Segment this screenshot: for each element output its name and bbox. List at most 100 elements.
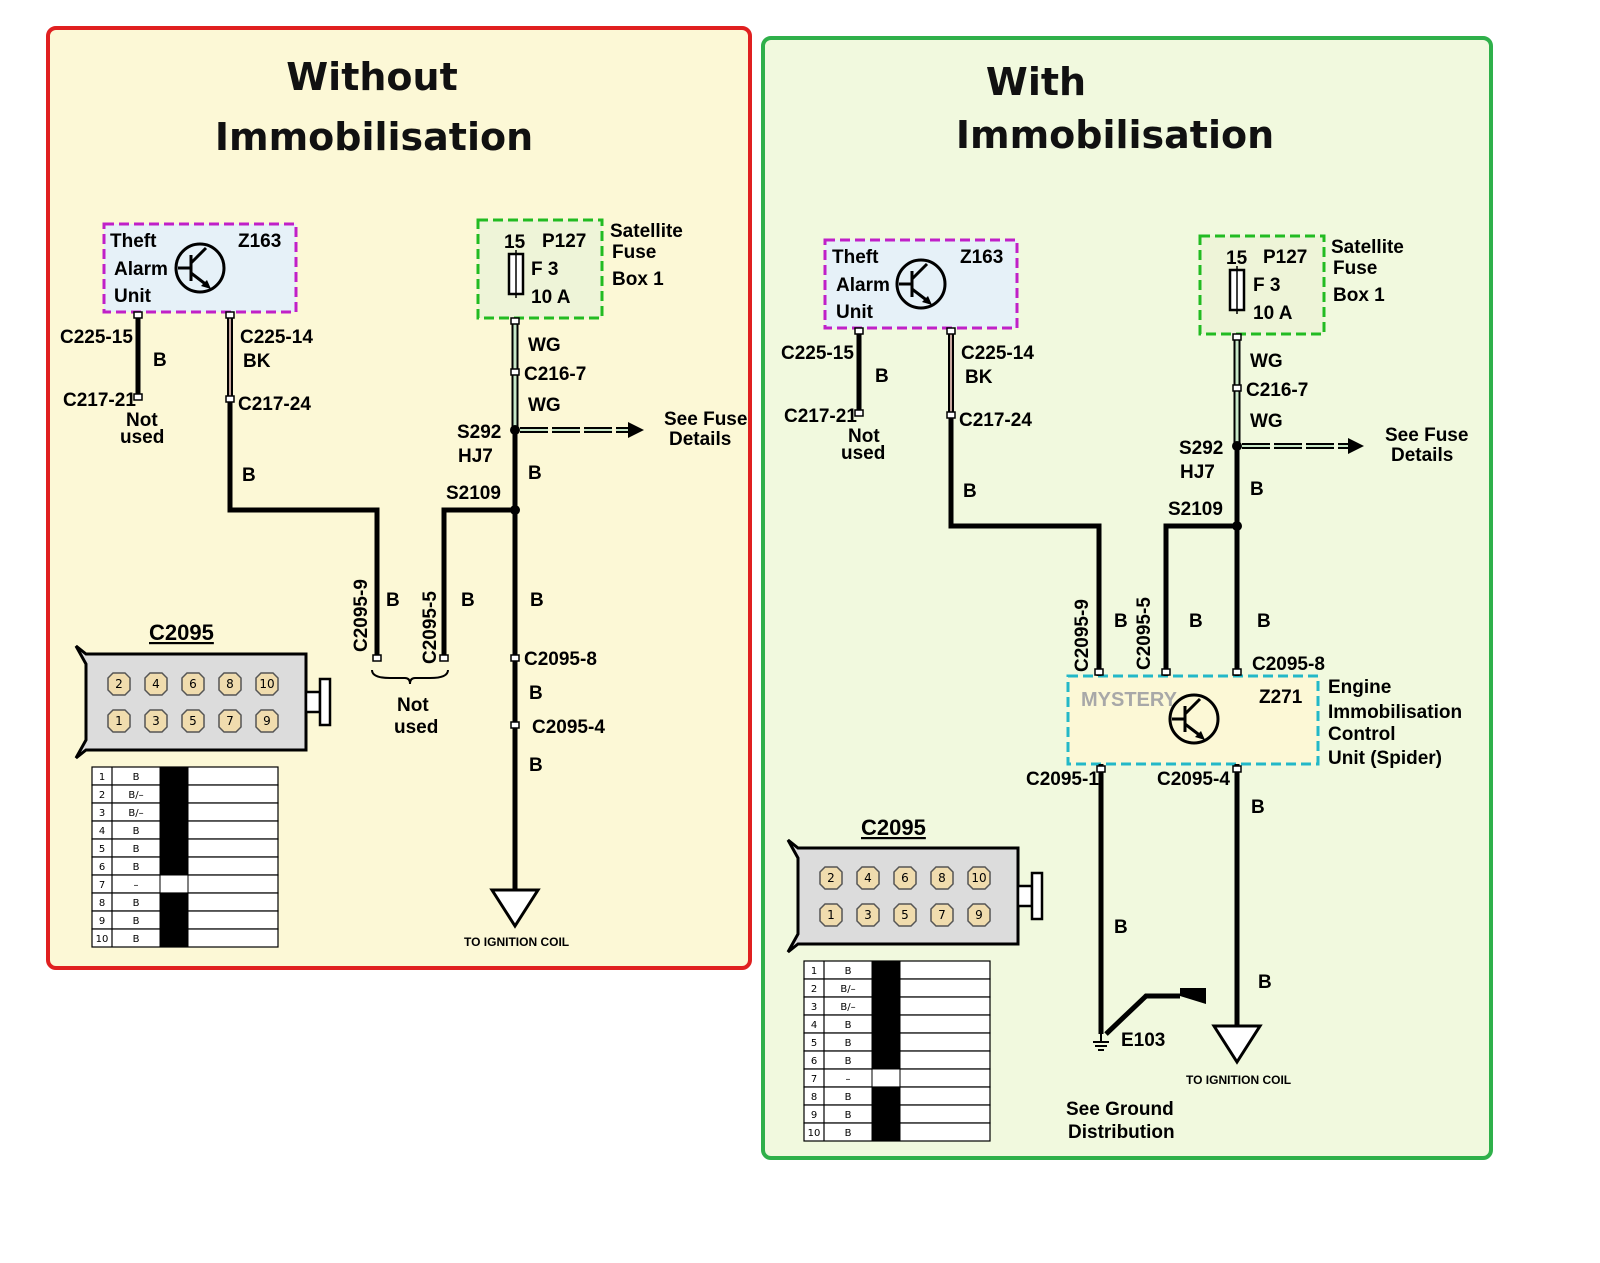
left-fuse-name2: Fuse — [612, 242, 656, 263]
left-lbl-c2095-5: C2095-5 — [420, 591, 441, 664]
left-lbl-to-ignition: TO IGNITION COIL — [464, 935, 569, 949]
left-lbl-see-fuse-1: See Fuse — [664, 409, 747, 430]
left-splice-s2109 — [510, 505, 520, 515]
pin-table-number: 7 — [99, 880, 105, 891]
left-lbl-b1: B — [153, 350, 167, 371]
left-lbl-s292: S292 — [457, 422, 501, 443]
right-see-fuse-arrow-icon — [1348, 438, 1364, 454]
connector-pin-label: 9 — [263, 714, 271, 728]
pin-table-color: B — [845, 1092, 852, 1103]
pin-table-color: B — [133, 898, 140, 909]
pin-table-color: B — [845, 1110, 852, 1121]
connector-pin-label: 2 — [115, 677, 123, 691]
right-lbl-hj7: HJ7 — [1180, 462, 1215, 483]
left-lbl-wg2: WG — [528, 395, 561, 416]
right-theft-alarm-unit — [823, 238, 1019, 330]
pin-table-wire-color — [871, 1104, 901, 1124]
right-fuse-rating: 10 A — [1253, 303, 1293, 324]
left-see-fuse-arrow-icon — [628, 422, 644, 438]
left-lbl-b6: B — [530, 590, 544, 611]
right-theft-id: Z163 — [960, 247, 1003, 268]
pin-table-wire-color — [159, 784, 189, 804]
pin-table-wire-color — [159, 856, 189, 876]
left-theft-id: Z163 — [238, 231, 281, 252]
right-title-line1: With — [986, 60, 1086, 104]
right-lbl-s292: S292 — [1179, 438, 1223, 459]
left-fuse-box — [476, 218, 604, 320]
right-lbl-c2095-5: C2095-5 — [1134, 597, 1155, 670]
pin-table-number: 5 — [99, 844, 105, 855]
right-ecu-mystery: MYSTERY — [1081, 689, 1178, 711]
right-lbl-b2: B — [963, 481, 977, 502]
right-lbl-c216-7: C216-7 — [1246, 380, 1308, 401]
left-lbl-wg1: WG — [528, 335, 561, 356]
pin-table-number: 1 — [99, 772, 105, 783]
pin-table-wire-color — [159, 928, 189, 948]
left-theft-alarm-unit — [102, 222, 298, 314]
left-connector-title: C2095 — [149, 620, 214, 645]
pin-table-wire-color — [159, 838, 189, 858]
right-lbl-c225-14: C225-14 — [961, 343, 1034, 364]
right-ecu-name2: Immobilisation — [1328, 702, 1462, 723]
right-lbl-b3: B — [1250, 479, 1264, 500]
left-lbl-hj7: HJ7 — [458, 446, 493, 467]
left-lbl-c225-14: C225-14 — [240, 327, 313, 348]
right-fuse-pin: 15 — [1226, 248, 1248, 269]
pin-table-color: B — [133, 916, 140, 927]
connector-pin-label: 1 — [827, 908, 835, 922]
connector-pin-label: 6 — [901, 871, 909, 885]
right-theft-line3: Unit — [836, 302, 874, 323]
right-theft-line2: Alarm — [836, 275, 890, 296]
right-lbl-b1: B — [875, 366, 889, 387]
left-lbl-b2: B — [242, 465, 256, 486]
left-lbl-see-fuse-2: Details — [669, 429, 731, 450]
left-wires — [135, 312, 630, 890]
left-lbl-b4: B — [386, 590, 400, 611]
pin-table-wire-color — [159, 802, 189, 822]
left-lbl-c2095-8: C2095-8 — [524, 649, 597, 670]
connector-pin-label: 8 — [938, 871, 946, 885]
right-ecu-name4: Unit (Spider) — [1328, 748, 1442, 769]
left-title-line2: Immobilisation — [215, 115, 533, 159]
right-lbl-c2095-9: C2095-9 — [1072, 599, 1093, 672]
pin-table-number: 5 — [811, 1038, 817, 1049]
right-title-line2: Immobilisation — [956, 113, 1274, 157]
connector-pin-label: 5 — [189, 714, 197, 728]
pin-table-color: B — [133, 772, 140, 783]
pin-table-wire-color — [159, 892, 189, 912]
connector-pin-label: 5 — [901, 908, 909, 922]
right-fuse-box — [1198, 234, 1326, 336]
pin-table-number: 2 — [99, 790, 105, 801]
left-lbl-not-used-1: Not — [126, 410, 158, 431]
right-ignition-coil-icon — [1211, 1024, 1263, 1065]
pin-table-wire-color — [871, 1122, 901, 1142]
right-ecu-name1: Engine — [1328, 677, 1391, 698]
left-fuse-name3: Box 1 — [612, 269, 664, 290]
right-theft-line1: Theft — [832, 247, 879, 268]
right-lbl-c225-15: C225-15 — [781, 343, 854, 364]
left-lbl-c2095-9: C2095-9 — [351, 579, 372, 652]
left-lbl-bk: BK — [243, 351, 271, 372]
pin-table-number: 2 — [811, 984, 817, 995]
right-splice-s292 — [1232, 441, 1242, 451]
right-fuse-name2: Fuse — [1333, 258, 1377, 279]
connector-pin-label: 4 — [152, 677, 160, 691]
pin-table-wire-color — [871, 1014, 901, 1034]
pin-table-wire-color — [871, 1032, 901, 1052]
connector-pin-label: 2 — [827, 871, 835, 885]
pin-table-color: – — [846, 1074, 851, 1085]
pin-table-color: B/– — [128, 808, 143, 819]
pin-table-number: 8 — [811, 1092, 817, 1103]
left-theft-line2: Alarm — [114, 259, 168, 280]
left-not-used-brace — [371, 669, 449, 685]
pin-table-wire-color — [871, 960, 901, 980]
right-lbl-bk: BK — [965, 367, 993, 388]
left-lbl-c2095-4: C2095-4 — [532, 717, 605, 738]
right-ecu-z271 — [1066, 674, 1320, 766]
right-ecu-id: Z271 — [1259, 687, 1303, 708]
right-lbl-c2095-4: C2095-4 — [1157, 769, 1230, 790]
